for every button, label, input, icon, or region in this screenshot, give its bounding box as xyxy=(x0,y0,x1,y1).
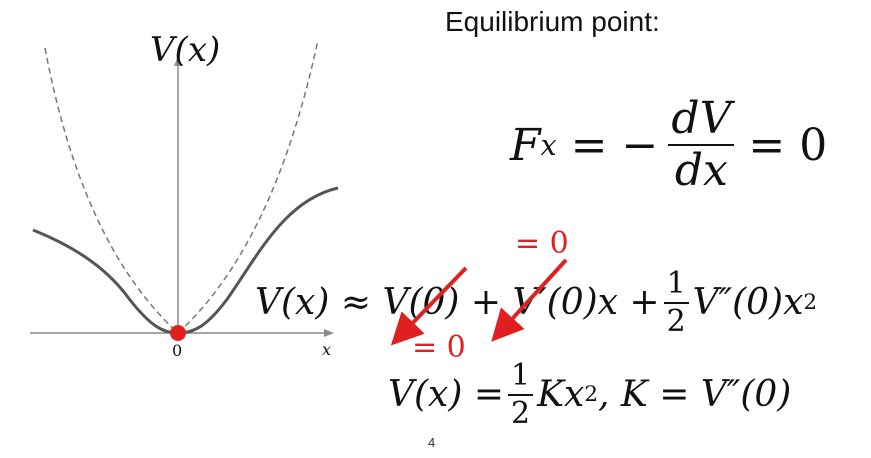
x-axis-label: x xyxy=(322,340,332,359)
y-axis-label: V(x) xyxy=(150,30,221,70)
equilibrium-point xyxy=(170,325,186,341)
origin-label: 0 xyxy=(172,341,183,360)
half-fraction: 1 2 xyxy=(663,268,689,339)
harmonic-denominator: 2 xyxy=(511,395,531,431)
arrow-left xyxy=(390,266,468,346)
y-axis-arrow xyxy=(174,56,182,66)
force-symbol: F xyxy=(510,119,541,171)
half-denominator: 2 xyxy=(666,303,686,339)
harmonic-half-fraction: 1 2 xyxy=(508,360,534,431)
harmonic-rhs: , K = V″(0) xyxy=(598,374,792,415)
annotation-top-zero: = 0 xyxy=(515,226,569,261)
taylor-second-term: V″(0)x xyxy=(692,282,804,323)
harmonic-numerator: 1 xyxy=(508,360,534,396)
slide-title: Equilibrium point: xyxy=(445,6,660,37)
force-equals-zero: = 0 xyxy=(748,119,828,171)
arrow-right xyxy=(491,258,568,342)
force-equals-minus: = − xyxy=(570,119,659,171)
potential-graph xyxy=(30,39,339,341)
fraction-numerator: dV xyxy=(668,95,735,147)
page-number: 4 xyxy=(428,435,436,450)
taylor-lhs: V(x) ≈ V(0) + V′(0)x + xyxy=(255,282,660,323)
x-axis-arrow xyxy=(324,329,334,337)
fraction-denominator: dx xyxy=(674,145,728,197)
harmonic-lhs: V(x) = xyxy=(388,374,504,415)
half-numerator: 1 xyxy=(663,268,689,304)
dv-dx-fraction: dV dx xyxy=(668,95,735,197)
harmonic-kx: Kx xyxy=(537,374,585,415)
